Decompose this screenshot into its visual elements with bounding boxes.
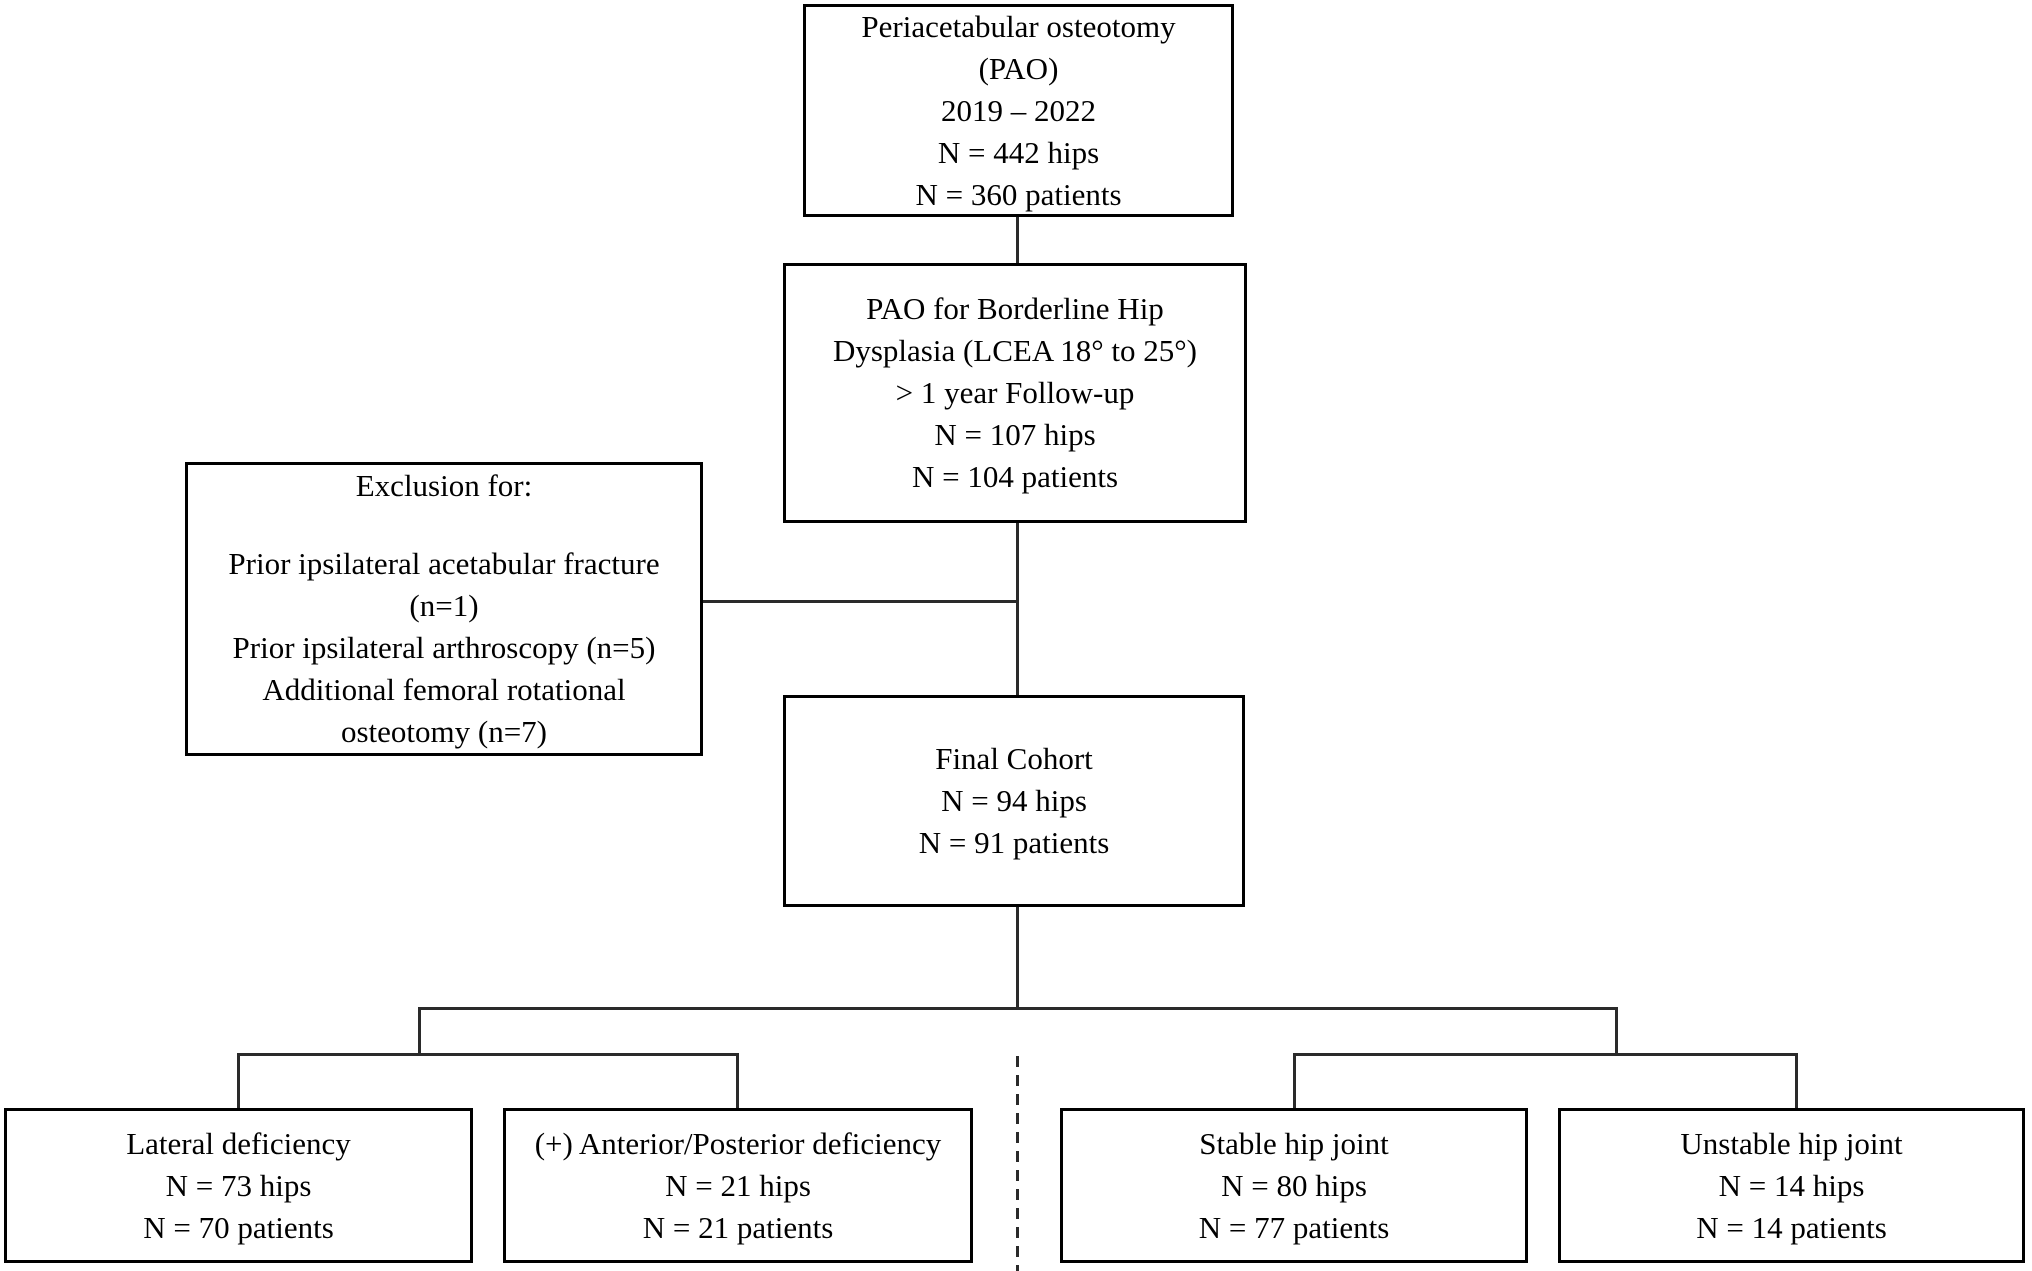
box-line: N = 94 hips bbox=[941, 783, 1087, 818]
box-line: Final Cohort bbox=[935, 741, 1093, 776]
connector-level1-right-drop bbox=[1615, 1007, 1618, 1054]
box-line: N = 104 patients bbox=[911, 459, 1119, 494]
box-lateral-deficiency: Lateral deficiency N = 73 hips N = 70 pa… bbox=[4, 1108, 473, 1263]
box-line: Periacetabular osteotomy bbox=[861, 8, 1176, 44]
box-unstable-hip-joint: Unstable hip joint N = 14 hips N = 14 pa… bbox=[1558, 1108, 2025, 1263]
box-line: N = 360 patients bbox=[915, 176, 1122, 212]
box-line: N = 14 patients bbox=[1696, 1209, 1887, 1245]
connector-level1-left-drop bbox=[418, 1007, 421, 1054]
exclusion-item: Prior ipsilateral arthroscopy (n=5) bbox=[232, 630, 656, 665]
connector-exclusion-branch bbox=[703, 600, 1017, 603]
exclusion-item: (n=1) bbox=[409, 588, 479, 623]
box-exclusion-criteria: Exclusion for: Prior ipsilateral acetabu… bbox=[185, 462, 703, 756]
connector-level2-right-horizontal bbox=[1293, 1053, 1797, 1056]
box-line: N = 77 patients bbox=[1198, 1209, 1390, 1245]
connector-level2-left-horizontal bbox=[237, 1053, 738, 1056]
box-line: N = 14 hips bbox=[1718, 1167, 1865, 1203]
box-line: N = 80 hips bbox=[1221, 1167, 1367, 1203]
connector-into-lateral-box bbox=[237, 1053, 240, 1109]
box-line: N = 442 hips bbox=[937, 134, 1100, 170]
box-line: (PAO) bbox=[978, 50, 1059, 86]
box-anterior-posterior-deficiency: (+) Anterior/Posterior deficiency N = 21… bbox=[503, 1108, 973, 1263]
connector-into-unstable-box bbox=[1795, 1053, 1798, 1109]
exclusion-item: osteotomy (n=7) bbox=[340, 714, 548, 749]
box-pao-borderline-dysplasia: PAO for Borderline Hip Dysplasia (LCEA 1… bbox=[783, 263, 1247, 523]
exclusion-heading: Exclusion for: bbox=[355, 468, 533, 503]
connector-level1-horizontal bbox=[418, 1007, 1618, 1010]
box-line: > 1 year Follow-up bbox=[895, 375, 1135, 410]
box-periacetabular-osteotomy: Periacetabular osteotomy (PAO) 2019 – 20… bbox=[803, 4, 1234, 217]
connector-into-stable-box bbox=[1293, 1053, 1296, 1109]
box-line: 2019 – 2022 bbox=[941, 92, 1096, 128]
box-line: N = 73 hips bbox=[165, 1167, 312, 1203]
box-line: Lateral deficiency bbox=[126, 1125, 351, 1161]
box-line: PAO for Borderline Hip bbox=[866, 291, 1164, 326]
box-line: N = 21 hips bbox=[665, 1167, 811, 1203]
box-line: (+) Anterior/Posterior deficiency bbox=[534, 1125, 942, 1161]
box-line: N = 70 patients bbox=[143, 1209, 334, 1245]
box-line: N = 107 hips bbox=[934, 417, 1096, 452]
exclusion-item: Prior ipsilateral acetabular fracture bbox=[228, 546, 660, 581]
box-line: N = 21 patients bbox=[642, 1209, 834, 1245]
connector-into-ap-box bbox=[736, 1053, 739, 1109]
box-line: Unstable hip joint bbox=[1680, 1125, 1903, 1161]
connector-borderline-to-final bbox=[1016, 523, 1019, 696]
box-line: N = 91 patients bbox=[918, 825, 1110, 860]
connector-pao-to-borderline bbox=[1016, 217, 1019, 264]
box-line: Dysplasia (LCEA 18° to 25°) bbox=[832, 333, 1198, 368]
box-final-cohort: Final Cohort N = 94 hips N = 91 patients bbox=[783, 695, 1245, 907]
box-stable-hip-joint: Stable hip joint N = 80 hips N = 77 pati… bbox=[1060, 1108, 1528, 1263]
box-line: Stable hip joint bbox=[1199, 1125, 1389, 1161]
connector-final-to-tree bbox=[1016, 907, 1019, 1008]
exclusion-item: Additional femoral rotational bbox=[262, 672, 626, 707]
dashed-group-divider bbox=[1016, 1056, 1019, 1271]
